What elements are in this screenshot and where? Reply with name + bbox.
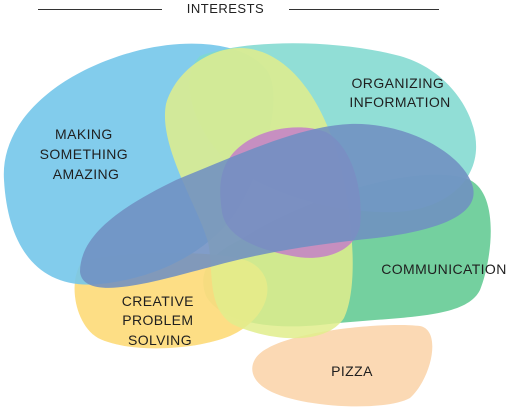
label-pizza: PIZZA — [331, 363, 373, 379]
label-communication: COMMUNICATION — [381, 261, 507, 277]
diagram-header: INTERESTS — [0, 0, 512, 20]
header-rule-left — [38, 9, 162, 10]
slate-blue-blob — [80, 123, 474, 288]
label-making-something-amazing: MAKING SOMETHING AMAZING — [40, 126, 133, 182]
label-creative-problem-solving: CREATIVE PROBLEM SOLVING — [122, 293, 198, 348]
header-rule-right — [289, 9, 439, 10]
pizza-blob — [252, 324, 433, 407]
diagram-title: INTERESTS — [186, 1, 265, 16]
label-organizing-information: ORGANIZING INFORMATION — [349, 75, 450, 110]
